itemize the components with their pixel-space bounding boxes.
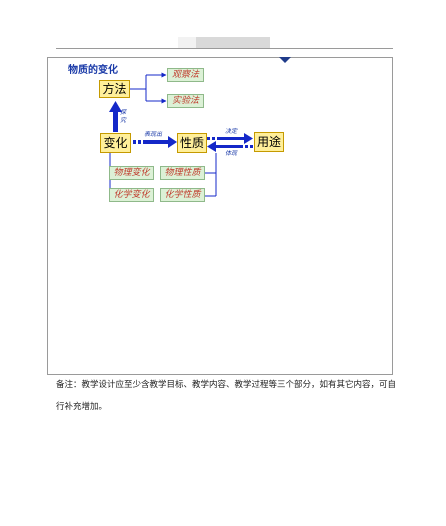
node-change: 变化	[100, 133, 131, 153]
decide-arrow	[207, 133, 253, 144]
label-decide: 决定	[225, 128, 238, 135]
node-use: 用途	[254, 132, 284, 152]
header-rule	[56, 48, 393, 49]
reflect-arrow	[207, 141, 253, 152]
node-physical-change: 物理变化	[109, 166, 154, 180]
manifest-arrow	[133, 136, 177, 148]
node-observe: 观察法	[167, 68, 204, 82]
label-explore: 探究	[120, 109, 127, 124]
node-property: 性质	[177, 133, 207, 153]
node-physical-property: 物理性质	[160, 166, 205, 180]
header-redaction-light	[178, 37, 196, 48]
corner-triangle-icon	[279, 57, 291, 63]
footer-note-line2: 行补充增加。	[56, 402, 108, 412]
node-experiment: 实验法	[167, 94, 204, 108]
label-manifest: 表现出	[144, 131, 163, 138]
footer-note-line1: 备注：教学设计应至少含教学目标、教学内容、教学过程等三个部分，如有其它内容，可自	[56, 380, 397, 390]
method-bracket	[130, 72, 167, 104]
diagram-frame	[47, 57, 393, 375]
explore-arrow	[109, 101, 122, 132]
node-chemical-property: 化学性质	[160, 188, 205, 202]
label-reflect: 体现	[225, 150, 238, 157]
node-chemical-change: 化学变化	[109, 188, 154, 202]
node-method: 方法	[99, 80, 130, 98]
header-redaction	[178, 37, 270, 48]
property-bracket	[205, 153, 217, 197]
diagram-title: 物质的变化	[68, 65, 118, 76]
